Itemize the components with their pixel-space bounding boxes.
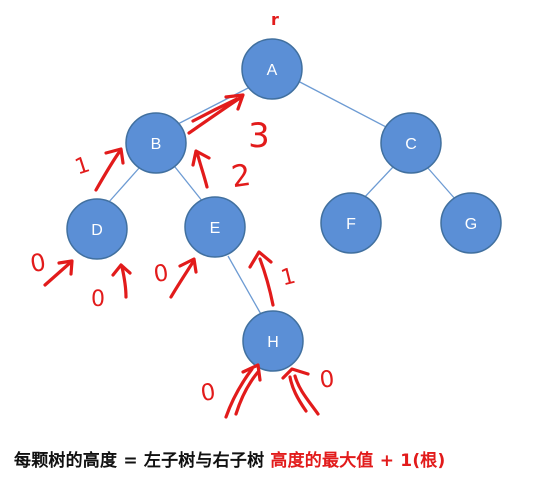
node-e: E — [184, 196, 246, 258]
arrows-into-h — [224, 363, 320, 419]
arrow-h-left-head — [241, 363, 262, 382]
arrow-b-a-1 — [187, 96, 242, 135]
node-h: H — [242, 310, 304, 372]
label-h-left: 0 — [199, 379, 217, 407]
edge-e-h — [227, 255, 263, 317]
edge-a-c — [295, 79, 389, 129]
label-e-left: 0 — [152, 260, 170, 288]
label-e-to-b: 2 — [229, 158, 253, 195]
arrow-h-e — [258, 257, 275, 307]
node-b-label: B — [151, 136, 162, 153]
caption-part-1: 每颗树的高度 = 左子树与右子树 — [14, 451, 271, 471]
node-c-label: C — [405, 136, 417, 153]
arrow-d-left — [43, 260, 73, 287]
arrow-d-b — [94, 149, 122, 192]
arrow-b-a-1-head — [224, 93, 245, 111]
edge-a-b — [171, 85, 253, 128]
label-b-to-a: 3 — [248, 116, 270, 156]
arrow-b-a-2 — [191, 97, 239, 123]
arrow-h-left-2 — [234, 370, 260, 416]
root-marker: r — [271, 10, 279, 29]
edge-c-g — [426, 166, 457, 201]
arrows-h-to-e — [248, 250, 275, 307]
arrows-into-e — [169, 257, 198, 299]
arrow-e-left — [169, 260, 195, 299]
arrows-d-to-b — [94, 147, 125, 192]
label-d-left: 0 — [28, 248, 48, 278]
arrow-d-b-head — [104, 147, 125, 165]
arrow-d-right — [120, 265, 128, 299]
arrow-h-left-1 — [224, 367, 254, 419]
arrows-b-to-a — [187, 93, 245, 135]
arrow-e-left-head — [178, 257, 198, 274]
node-e-label: E — [210, 220, 221, 237]
arrows-e-to-b — [191, 149, 211, 189]
arrow-d-right-head — [111, 263, 132, 277]
arrow-h-right-2 — [288, 375, 308, 413]
node-g: G — [440, 192, 502, 254]
arrow-d-left-head — [57, 259, 74, 276]
node-g-label: G — [465, 216, 477, 233]
arrow-h-right-head — [281, 367, 310, 380]
caption-part-2: 高度的最大值 + 1(根) — [270, 451, 446, 471]
arrow-e-b-head — [191, 149, 211, 167]
edge-b-d — [107, 166, 141, 204]
label-d-right: 0 — [91, 287, 105, 312]
label-d-to-b: 1 — [72, 152, 93, 180]
node-f-label: F — [346, 216, 356, 233]
node-d: D — [66, 198, 128, 260]
arrow-h-right-1 — [293, 374, 320, 416]
node-b: B — [125, 112, 187, 174]
label-h-to-e: 1 — [279, 264, 299, 292]
edge-c-f — [361, 166, 394, 201]
caption: 每颗树的高度 = 左子树与右子树 高度的最大值 + 1(根) — [14, 446, 445, 471]
label-h-right: 0 — [318, 366, 335, 393]
arrow-e-b — [195, 150, 209, 189]
node-d-label: D — [91, 222, 103, 239]
arrows-into-d — [43, 259, 132, 299]
node-a-label: A — [267, 62, 278, 79]
node-c: C — [380, 112, 442, 174]
binary-tree-diagram: A B C D E F G H r — [28, 10, 502, 419]
node-h-label: H — [267, 334, 279, 351]
node-f: F — [320, 192, 382, 254]
arrow-h-e-head — [248, 250, 273, 269]
node-a: A — [241, 38, 303, 100]
edge-b-e — [174, 166, 204, 203]
